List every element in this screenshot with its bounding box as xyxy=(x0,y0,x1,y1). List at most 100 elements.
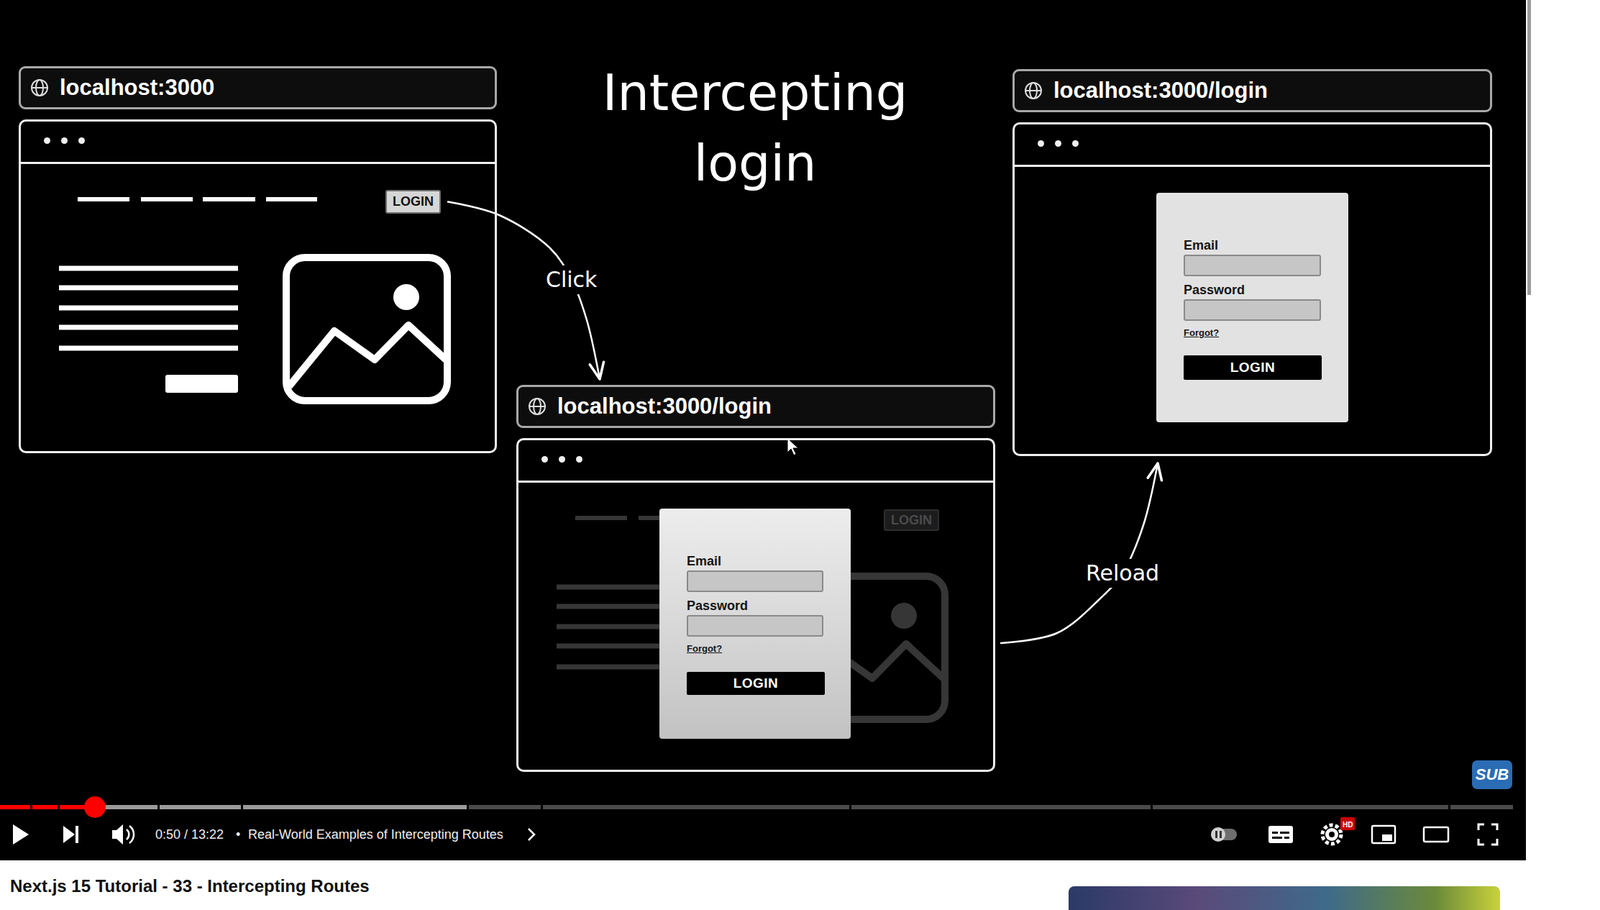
globe-icon xyxy=(29,77,50,98)
subtitles-icon xyxy=(1268,825,1293,843)
video-thumbnail xyxy=(1068,885,1501,910)
url-bar: localhost:3000 xyxy=(18,66,497,110)
nav-dash xyxy=(202,197,256,202)
hd-badge: HD xyxy=(1342,820,1353,829)
image-frame xyxy=(286,257,448,401)
chapter-gap xyxy=(466,803,469,811)
browser-window: localhost:3000LOGIN xyxy=(18,66,497,454)
url-text: localhost:3000/login xyxy=(557,393,772,420)
url-bar: localhost:3000/login xyxy=(516,384,996,428)
chapter-gap xyxy=(57,803,60,811)
autoplay-knob xyxy=(1210,826,1226,842)
separator-dot-box: • xyxy=(235,825,241,843)
progress-bar xyxy=(0,796,1513,818)
scrubber xyxy=(84,796,106,818)
globe-outline xyxy=(31,79,48,96)
globe-icon xyxy=(1023,80,1044,101)
volume-wave xyxy=(129,825,134,843)
play-icon xyxy=(12,824,29,845)
link-text: Forgot? xyxy=(686,642,824,656)
button-label: LOGIN xyxy=(392,194,434,210)
nav-dash xyxy=(266,197,318,202)
chapter-title-box: Real-World Examples of Intercepting Rout… xyxy=(248,825,504,843)
link-text: Forgot? xyxy=(1183,326,1321,340)
url-text: localhost:3000/login xyxy=(1053,77,1268,104)
subtitles-line xyxy=(1280,831,1290,834)
nav-dash xyxy=(140,197,193,202)
image-mountain xyxy=(289,325,446,387)
nav-dash xyxy=(575,515,628,520)
channel-badge: SUB xyxy=(1475,765,1509,784)
window-frame xyxy=(18,119,497,454)
miniplayer-icon xyxy=(1372,825,1396,843)
edge-label-patch: Reload xyxy=(1080,558,1165,588)
subtitles-line xyxy=(1284,836,1290,839)
video-title: Next.js 15 Tutorial - 33 - Intercepting … xyxy=(10,875,370,896)
edge-label-patch: Click xyxy=(540,265,603,295)
image-sun xyxy=(890,602,917,629)
title-block: Intercepting login xyxy=(553,57,957,199)
globe-outline xyxy=(1025,82,1042,99)
fullscreen-icon xyxy=(1478,824,1498,845)
login-button: LOGIN xyxy=(883,509,940,531)
channel-badge-box: SUB xyxy=(1472,760,1513,789)
flow-arrow xyxy=(1000,463,1158,643)
settings-gear-hole xyxy=(1328,831,1335,838)
page-button xyxy=(165,374,239,393)
globe-icon xyxy=(527,396,548,417)
login-modal: EmailPasswordForgot?LOGIN xyxy=(659,508,851,739)
chapter-gap xyxy=(849,803,852,811)
text-line xyxy=(58,305,239,311)
text-line xyxy=(58,345,239,351)
subtitles-line xyxy=(1272,831,1278,834)
chapter-gap xyxy=(1150,803,1153,811)
volume-icon xyxy=(112,824,123,845)
chapter-gap xyxy=(540,803,543,811)
window-dot xyxy=(1037,140,1045,147)
time-display: 0:50 / 13:22 xyxy=(155,826,224,842)
text-line xyxy=(58,266,239,272)
window-dot xyxy=(558,455,566,463)
video-frame xyxy=(0,0,1526,861)
scrollbar-thumb xyxy=(1527,0,1531,295)
autoplay-pause xyxy=(1215,830,1218,838)
theater-icon xyxy=(1423,826,1449,842)
chapter-gap xyxy=(1448,803,1451,811)
field-label: Password xyxy=(686,597,824,614)
subtitles-line xyxy=(1272,836,1283,839)
globe-outline xyxy=(529,398,546,415)
button-label: LOGIN xyxy=(733,675,779,692)
chapter-gap xyxy=(157,803,160,811)
login-button: LOGIN xyxy=(385,189,441,214)
time-display-box: 0:50 / 13:22 xyxy=(155,825,224,843)
login-button: LOGIN xyxy=(1183,355,1322,380)
chapter-gap xyxy=(30,803,33,811)
window-toolbar-line xyxy=(518,480,994,483)
chapter-title: Real-World Examples of Intercepting Rout… xyxy=(248,826,504,842)
window-toolbar-line xyxy=(1014,164,1490,167)
login-page-card: EmailPasswordForgot?LOGIN xyxy=(1156,192,1349,423)
window-dot xyxy=(576,455,583,463)
nav-dash xyxy=(77,197,130,202)
page-mockup xyxy=(58,199,448,401)
url-text: localhost:3000 xyxy=(59,74,215,101)
button-label: LOGIN xyxy=(1230,359,1276,376)
settings-gear xyxy=(1322,824,1342,844)
hd-badge-box: HD xyxy=(1340,816,1355,830)
window-dot xyxy=(43,137,51,144)
field-label: Email xyxy=(1183,237,1321,254)
miniplayer-inner xyxy=(1382,834,1393,841)
flow-arrow xyxy=(448,202,600,380)
window-toolbar-line xyxy=(20,161,495,164)
url-bar: localhost:3000/login xyxy=(1012,69,1493,113)
chapter-gap xyxy=(240,803,244,811)
next-icon xyxy=(63,825,75,843)
globe-equator xyxy=(31,87,48,89)
button-label: LOGIN xyxy=(890,512,932,528)
window-dot xyxy=(61,137,68,144)
input-field xyxy=(686,570,824,592)
progress-played xyxy=(0,804,95,809)
player-controls xyxy=(12,824,1498,845)
diagram-title: Intercepting login xyxy=(553,57,957,199)
